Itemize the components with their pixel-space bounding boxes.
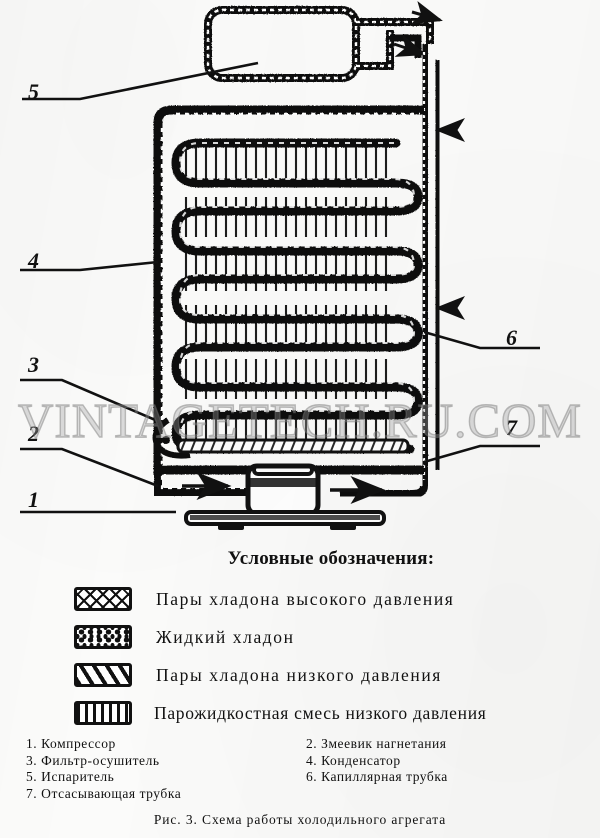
leader-3 [20, 378, 161, 424]
compressor [184, 463, 386, 530]
callout-number-6: 6 [506, 325, 517, 350]
condenser-coil-highlight [178, 141, 416, 447]
leader-4 [20, 260, 159, 272]
legend-row-liquid-refrigerant: Жидкий хладон [74, 620, 594, 654]
condenser-fins [184, 143, 388, 447]
legend-row-vapor-liquid-mix: Парожидкостная смесь низкого давления [74, 696, 594, 730]
vertical-stripe-swatch [74, 701, 132, 725]
flow-arrows-bottom [182, 472, 386, 504]
leader-7 [423, 444, 540, 464]
filter-drier [152, 417, 191, 459]
callout-number-5: 5 [28, 79, 39, 104]
callout-number-7: 7 [506, 415, 518, 440]
list-item: 3. Фильтр-осушитель [26, 752, 160, 768]
refrigeration-schematic-diagram: 5 4 3 2 1 6 7 [20, 1, 540, 530]
list-item: 5. Испаритель [26, 769, 115, 784]
list-item: 7. Отсасывающая трубка [26, 785, 182, 801]
legend-title: Условные обозначения: [227, 548, 435, 569]
legend-label-high-pressure-vapor: Пары хладона высокого давления [156, 588, 455, 609]
list-item: 4. Конденсатор [306, 752, 401, 768]
callout-number-2: 2 [27, 421, 39, 446]
legend-label-liquid-refrigerant: Жидкий хладон [156, 626, 295, 647]
evaporator-assembly [204, 6, 404, 82]
list-item: 1. Компрессор [26, 736, 116, 751]
legend-row-low-pressure-vapor: Пары хладона низкого давления [74, 658, 594, 692]
condenser-assembly [153, 105, 424, 475]
legend-label-low-pressure-vapor: Пары хладона низкого давления [156, 664, 442, 685]
condenser-serpentine-coil [171, 138, 423, 454]
callout-number-1: 1 [28, 487, 39, 512]
leader-5 [22, 61, 259, 101]
capillary-tube [420, 44, 441, 486]
figure-caption: Рис. 3. Схема работы холодильного агрега… [153, 812, 447, 827]
discharge-coil [176, 438, 410, 454]
callout-number-3: 3 [27, 352, 39, 377]
leader-6 [423, 330, 540, 350]
diagonal-hatch-swatch [74, 663, 132, 687]
parts-list-left-column: 1. Компрессор 3. Фильтр-осушитель 5. Исп… [26, 736, 296, 802]
cross-hatch-swatch [74, 587, 132, 611]
parts-list-right-column: 2. Змеевик нагнетания 4. Конденсатор 6. … [306, 736, 586, 786]
list-item: 6. Капиллярная трубка [306, 769, 448, 784]
list-item: 2. Змеевик нагнетания [306, 736, 447, 751]
legend-label-vapor-liquid-mix: Парожидкостная смесь низкого давления [154, 702, 487, 723]
stipple-dots-swatch [74, 625, 132, 649]
callout-leader-lines [20, 61, 540, 514]
callout-numbers: 5 4 3 2 1 6 7 [27, 79, 518, 512]
callout-number-4: 4 [27, 248, 39, 273]
flow-arrows-top [393, 1, 443, 57]
leader-2 [20, 447, 159, 488]
legend-row-high-pressure-vapor: Пары хладона высокого давления [74, 582, 594, 616]
